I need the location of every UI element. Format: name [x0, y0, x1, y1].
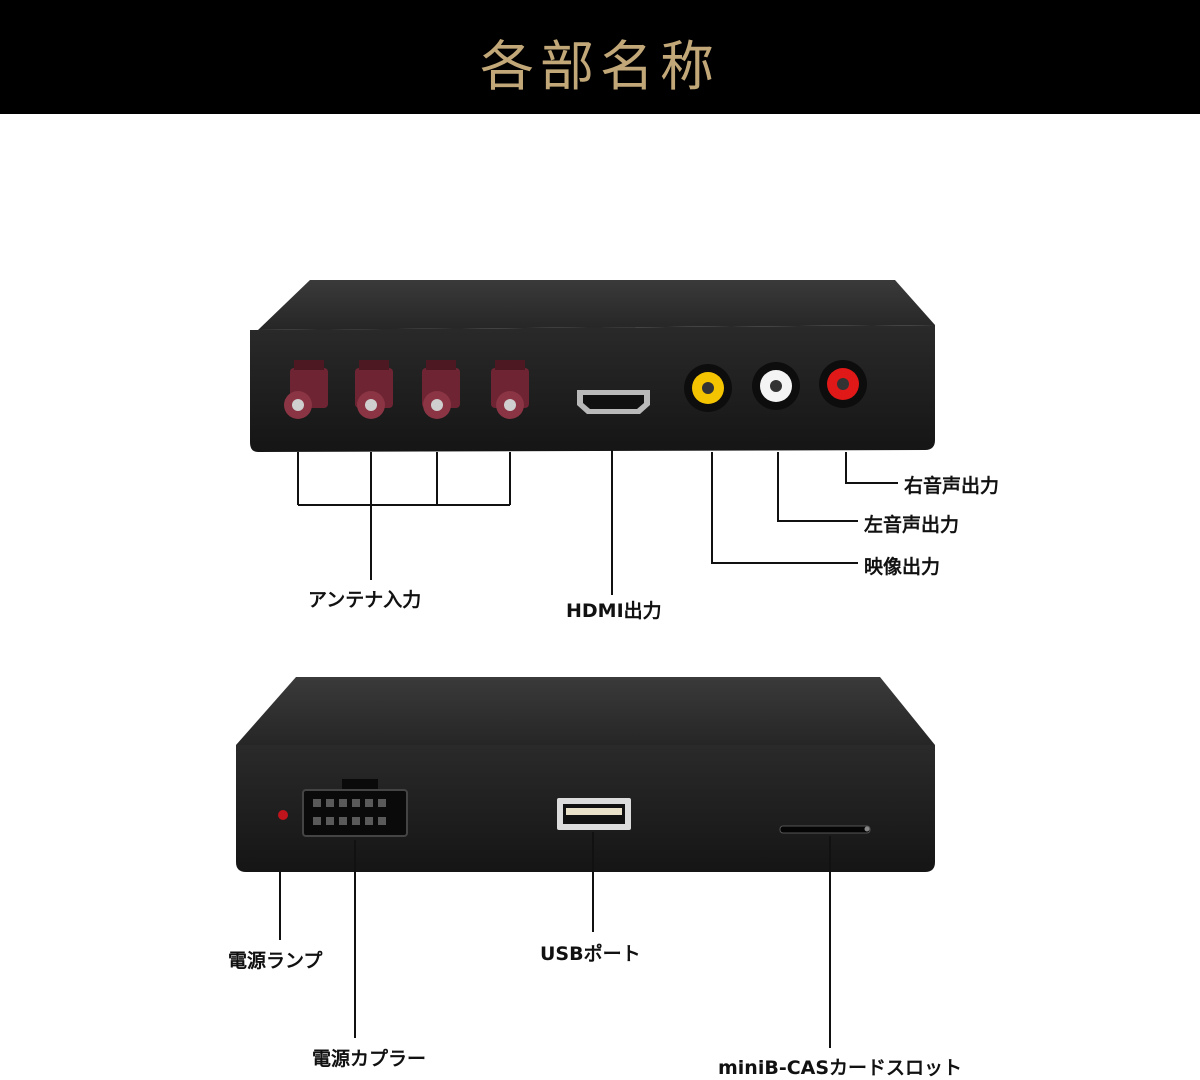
label-right-audio-output: 右音声出力 — [904, 475, 1000, 497]
label-antenna-input: アンテナ入力 — [308, 589, 422, 611]
device-top-surface — [236, 677, 935, 745]
card-slot-icon — [779, 825, 871, 834]
header-bar: 各部名称 — [0, 0, 1200, 114]
rca-jack-icon — [752, 362, 800, 410]
rca-jack-icon — [819, 360, 867, 408]
hdmi-port-icon — [577, 390, 650, 414]
device-rear-panel — [250, 325, 935, 452]
device-front-view — [236, 677, 935, 872]
antenna-connector-icon — [355, 360, 393, 419]
label-power-lamp: 電源ランプ — [228, 950, 323, 972]
antenna-connector-icon — [284, 360, 328, 419]
bottom-leader-lines — [279, 832, 831, 1048]
antenna-connector-icon — [422, 360, 460, 419]
usb-port-icon — [557, 798, 631, 830]
label-power-coupler: 電源カプラー — [312, 1048, 427, 1070]
power-lamp-icon — [278, 810, 288, 820]
device-diagram — [236, 280, 935, 1048]
antenna-connector-icon — [491, 360, 529, 419]
page-title: 各部名称 — [480, 35, 720, 98]
label-video-output: 映像出力 — [864, 556, 941, 578]
top-leader-lines — [297, 450, 898, 595]
power-coupler-icon — [302, 779, 408, 837]
label-hdmi-output: HDMI出力 — [566, 600, 662, 622]
rca-jack-icon — [684, 364, 732, 412]
device-top-surface — [258, 280, 935, 330]
device-rear-view — [250, 280, 935, 452]
label-minib-cas-slot: miniB-CASカードスロット — [718, 1057, 963, 1079]
label-left-audio-output: 左音声出力 — [864, 514, 960, 536]
label-usb-port: USBポート — [540, 943, 641, 965]
